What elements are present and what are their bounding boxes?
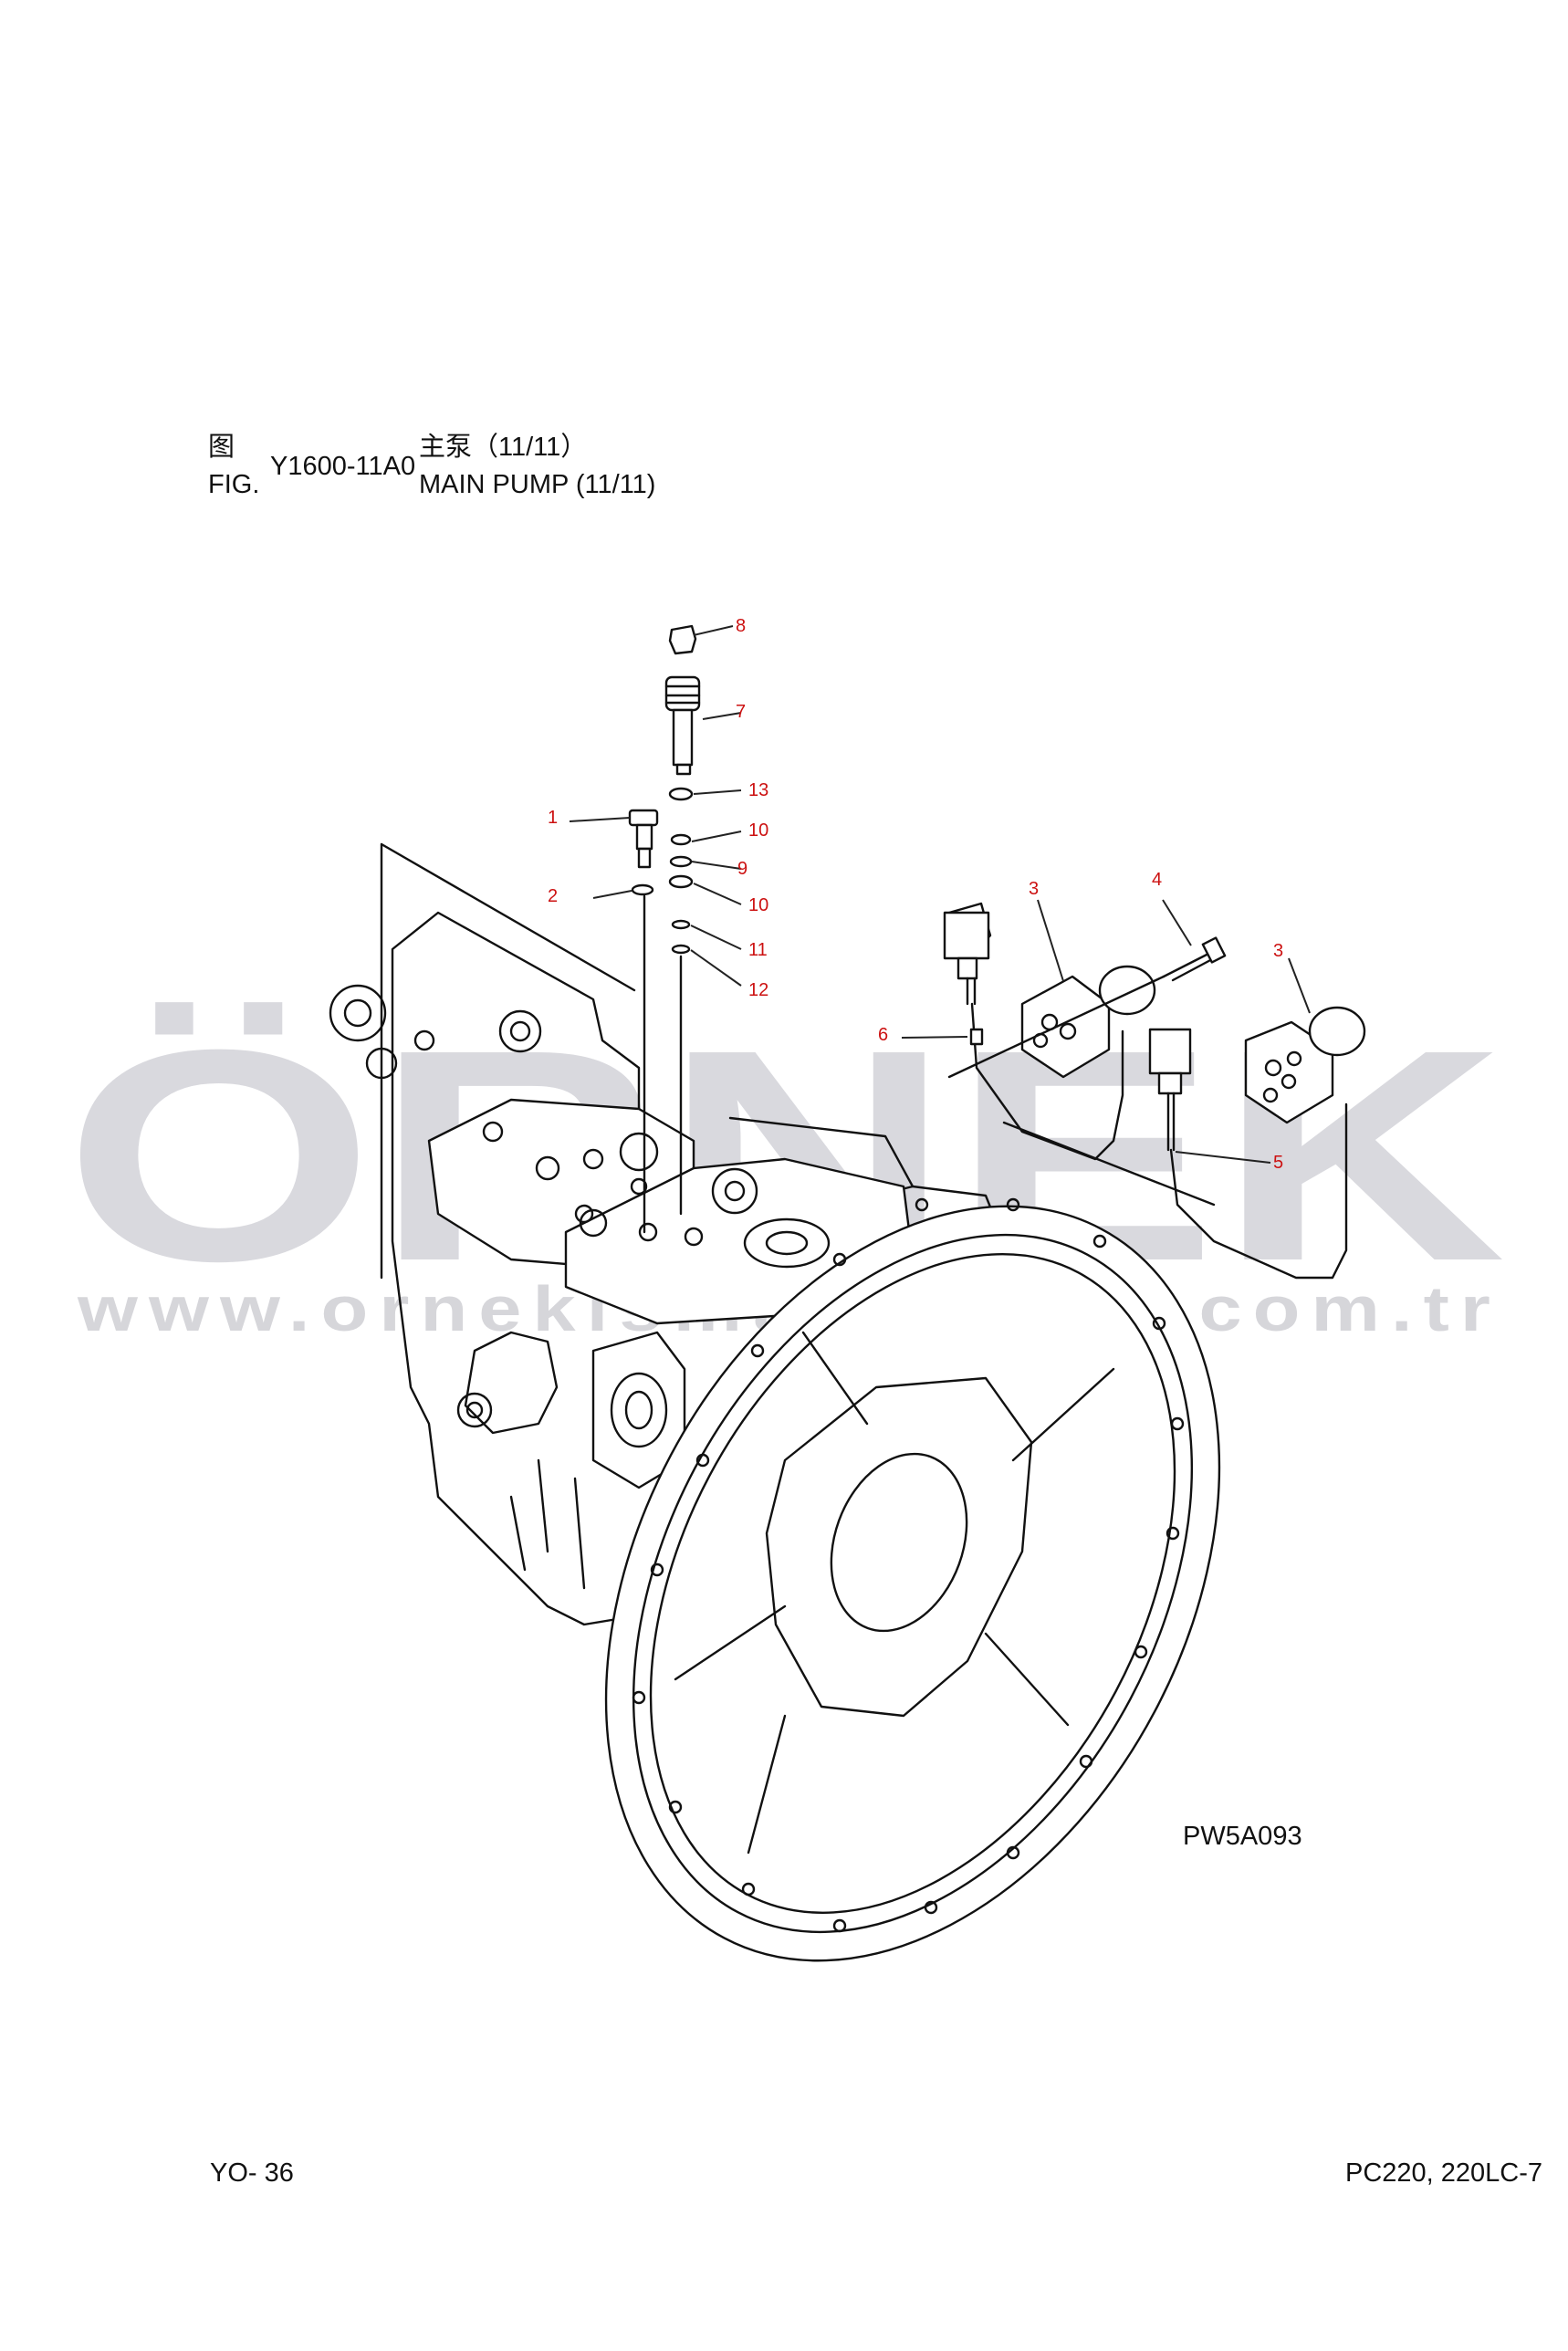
part-7-valve bbox=[664, 675, 701, 776]
solenoid-valve-left bbox=[943, 902, 1156, 1161]
valve-block-top-edge bbox=[728, 1116, 915, 1188]
title-cn: 主泵（11/11） bbox=[419, 433, 588, 462]
callout-6: 6 bbox=[878, 1025, 888, 1045]
assembly-guide-lines bbox=[643, 894, 683, 1234]
flywheel bbox=[604, 1197, 1221, 1962]
bolt-guide-line bbox=[947, 975, 1166, 1079]
title-en: MAIN PUMP (11/11) bbox=[419, 470, 656, 499]
flywheel-spokes bbox=[674, 1331, 1115, 1855]
callout-3-right: 3 bbox=[1273, 941, 1283, 961]
leader-lines bbox=[569, 625, 1311, 1164]
solenoid-right-wire bbox=[1169, 1102, 1348, 1280]
guide-line-left bbox=[380, 842, 636, 1280]
callout-5: 5 bbox=[1273, 1153, 1283, 1173]
callout-8: 8 bbox=[736, 616, 746, 636]
fig-label-en: FIG. bbox=[208, 470, 260, 499]
callout-2: 2 bbox=[548, 886, 558, 906]
fig-label-cn: 图 bbox=[208, 433, 235, 462]
part-2-o-ring bbox=[631, 883, 654, 896]
part-4-bolt bbox=[1162, 936, 1227, 982]
o-ring-stack bbox=[668, 787, 694, 955]
callout-10-top: 10 bbox=[748, 820, 768, 841]
callout-3-left: 3 bbox=[1029, 879, 1039, 899]
valve-block-holes bbox=[329, 984, 831, 1269]
callout-labels: 8 7 13 1 10 9 2 10 11 12 3 4 3 6 5 bbox=[548, 616, 1283, 1173]
callout-9: 9 bbox=[737, 859, 747, 879]
flywheel-bolt-holes bbox=[632, 1197, 1185, 1933]
drawing-id: PW5A093 bbox=[1183, 1822, 1302, 1851]
footer-page-number: YO- 36 bbox=[210, 2158, 294, 2188]
pump-housing bbox=[329, 842, 1221, 1962]
solenoid-valve-right bbox=[1148, 1006, 1366, 1280]
flywheel-hub-plate bbox=[765, 1376, 1033, 1718]
part-8-cap bbox=[668, 624, 697, 655]
callout-1: 1 bbox=[548, 808, 558, 828]
footer-model: PC220, 220LC-7 bbox=[1345, 2158, 1543, 2188]
callout-4: 4 bbox=[1152, 870, 1162, 890]
callout-7: 7 bbox=[736, 702, 746, 722]
callout-10-bottom: 10 bbox=[748, 895, 768, 915]
callout-11: 11 bbox=[748, 940, 768, 960]
flywheel-hub bbox=[830, 1452, 968, 1633]
exploded-parts bbox=[628, 624, 1366, 1280]
fig-code: Y1600-11A0 bbox=[270, 452, 416, 481]
solenoid-guide-line bbox=[1002, 1121, 1216, 1207]
callout-12: 12 bbox=[748, 980, 768, 1000]
part-1-sensor bbox=[628, 809, 659, 869]
flywheel-inner-ring bbox=[632, 1233, 1194, 1934]
callout-13: 13 bbox=[748, 780, 768, 800]
